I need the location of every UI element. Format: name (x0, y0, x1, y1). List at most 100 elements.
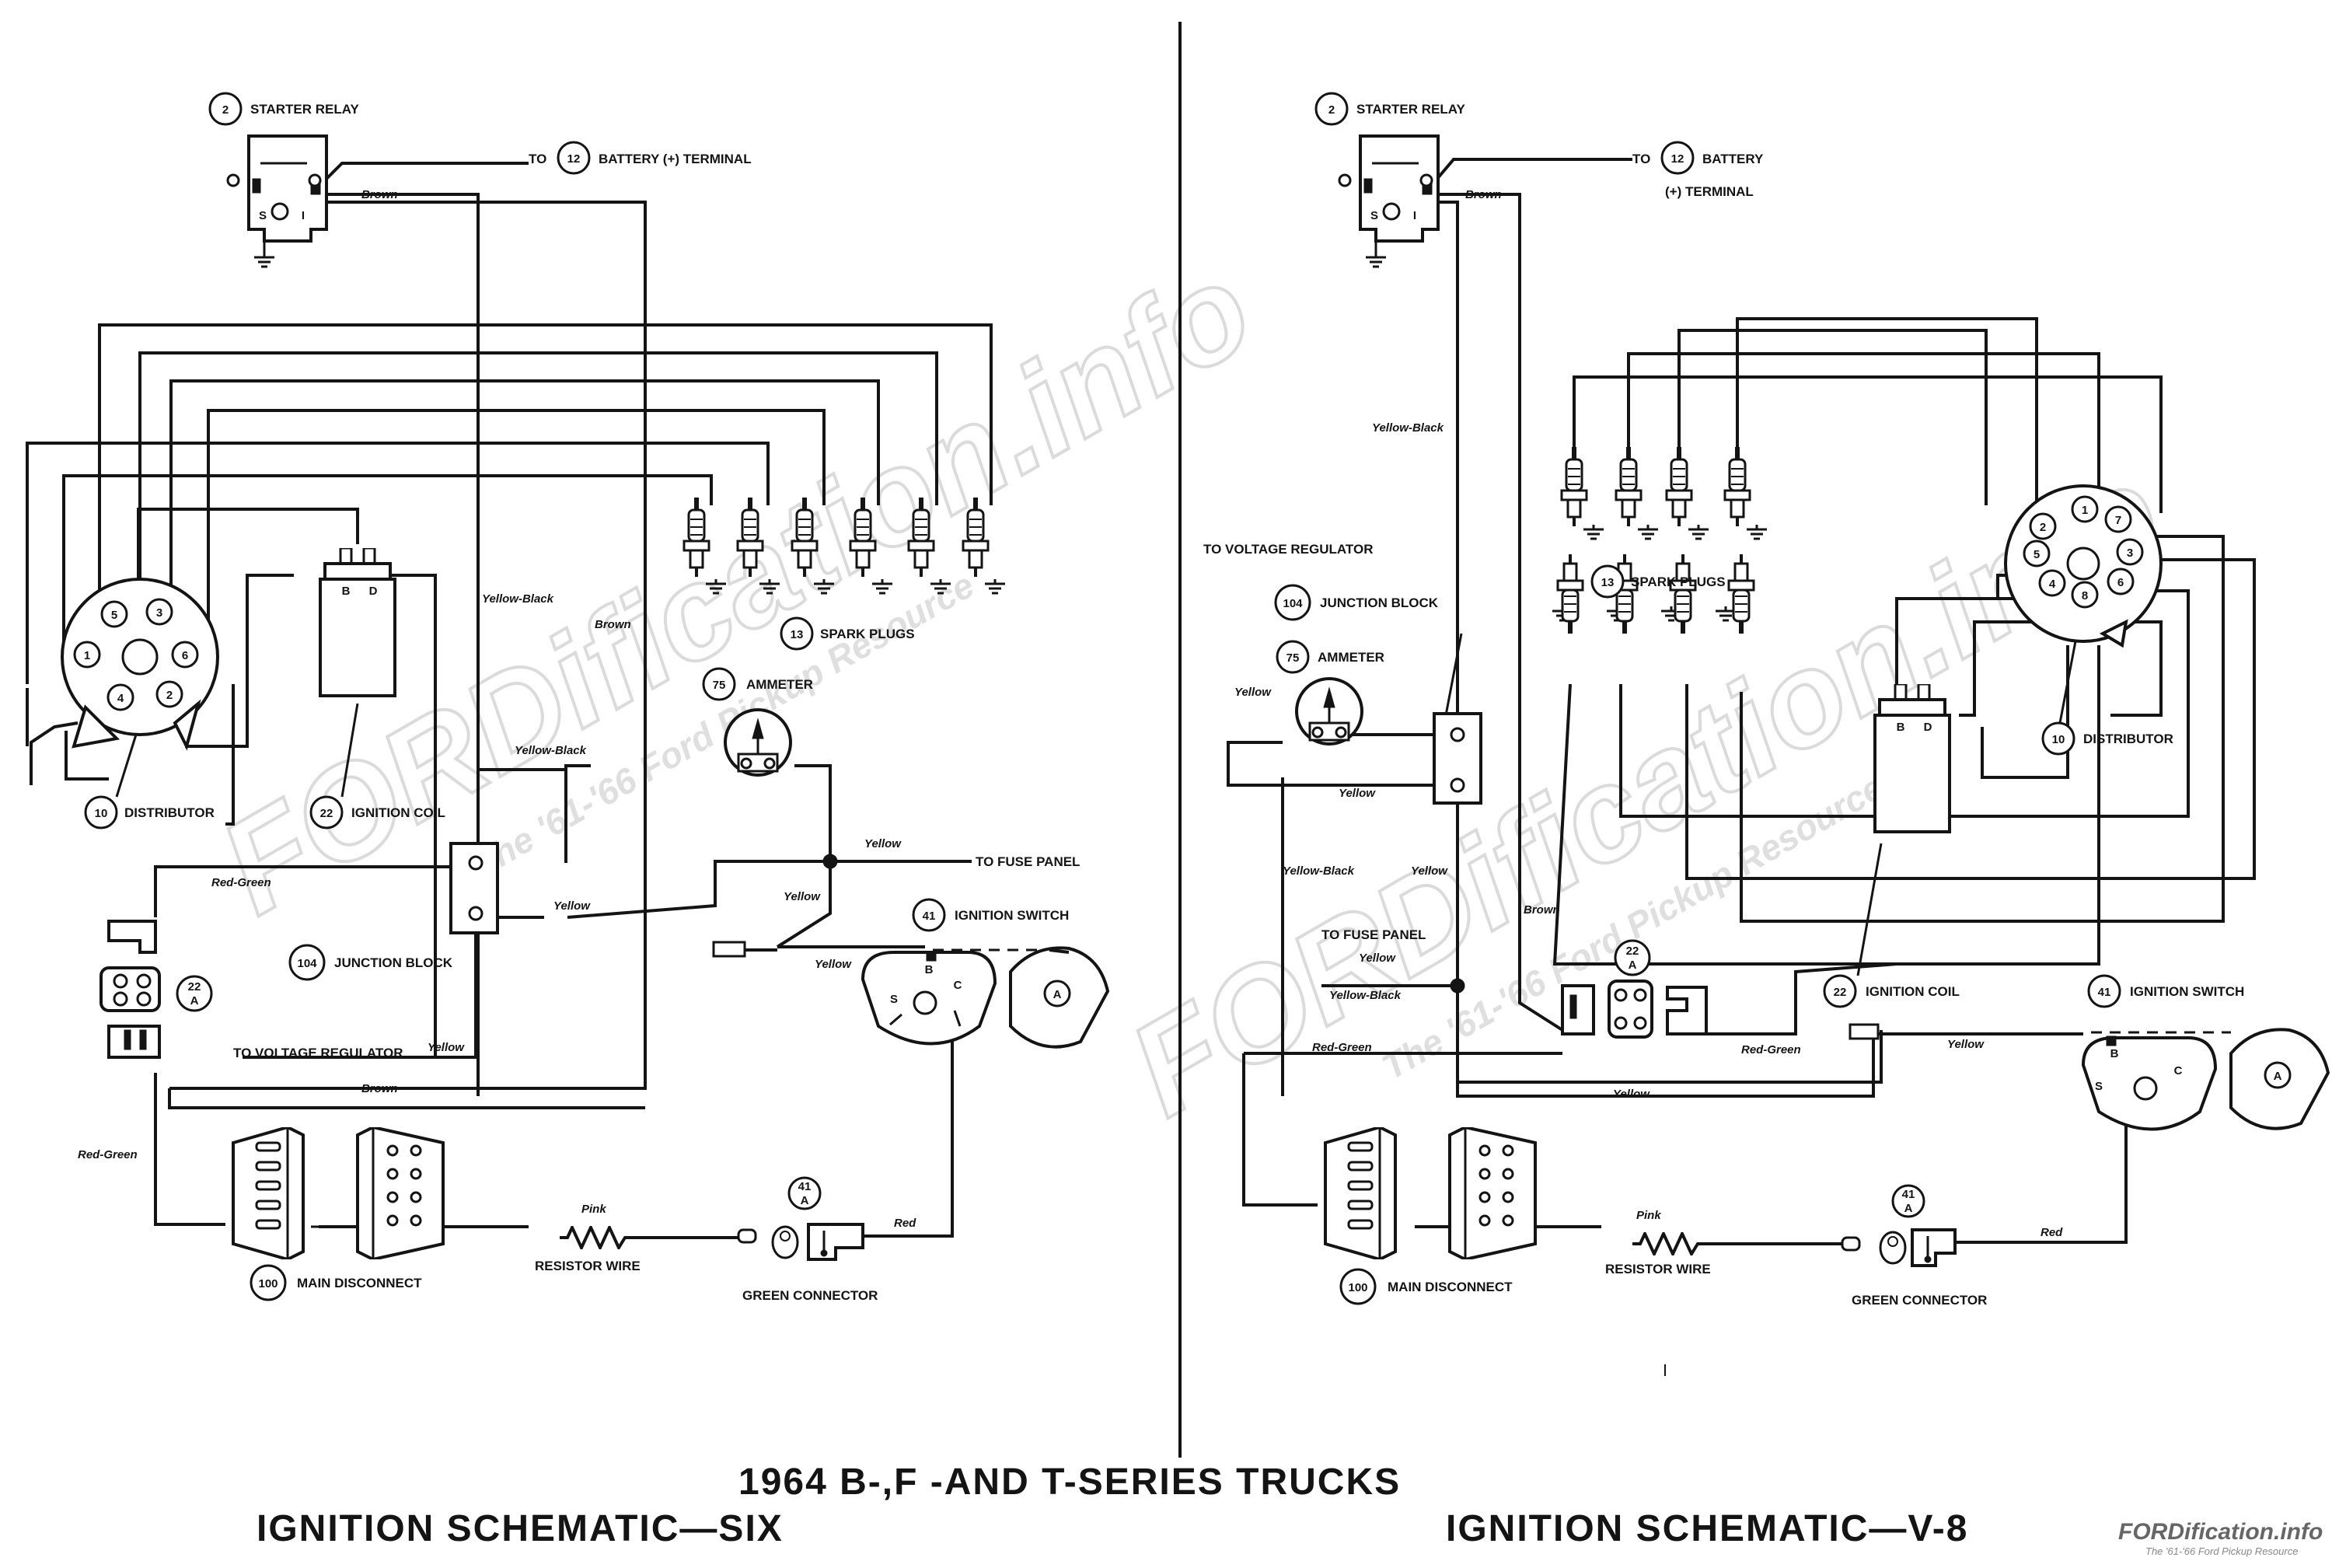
six-ammeter (724, 708, 792, 777)
v8-starter-relay-label: 2 STARTER RELAY (1314, 92, 1465, 126)
six-wire-red-green-left: Red-Green (78, 1148, 138, 1161)
v8-green-connector-num: 41 (1902, 1188, 1915, 1201)
v8-ignition-switch-text: IGNITION SWITCH (2130, 984, 2244, 999)
v8-dist-term-4: 4 (2049, 578, 2056, 591)
six-green-connector-sub: A (801, 1194, 809, 1207)
six-main-disconnect (232, 1127, 445, 1259)
v8-schematic: S I 2 STARTER RELAY TO 12 BATTERY (+) TE… (1203, 92, 2330, 1308)
v8-resistor-wire: RESISTOR WIRE (1605, 1232, 1711, 1276)
v8-ignition-switch-num: 41 (2098, 986, 2111, 999)
six-coil-term-d: D (369, 585, 378, 598)
title-right: IGNITION SCHEMATIC—V-8 (1446, 1508, 1968, 1549)
svg-text:S: S (1370, 209, 1378, 222)
six-spark-plugs-num: 13 (791, 628, 804, 641)
v8-wire-yellow-black-fuse: Yellow-Black (1329, 989, 1402, 1002)
six-resistor-wire-text: RESISTOR WIRE (535, 1259, 641, 1273)
six-voltage-regulator-text: TO VOLTAGE REGULATOR (233, 1046, 403, 1060)
six-starter-relay: S I (226, 134, 328, 268)
six-main-disconnect-label: 100 MAIN DISCONNECT (250, 1264, 422, 1301)
six-ammeter-num: 75 (713, 679, 726, 692)
v8-battery-label: TO 12 BATTERY (+) TERMINAL (1632, 141, 1764, 199)
v8-wire-yellow-amm: Yellow (1234, 686, 1272, 699)
v8-dist-term-6: 6 (2117, 576, 2124, 589)
six-main-disconnect-text: MAIN DISCONNECT (297, 1276, 422, 1290)
v8-dist-term-1: 1 (2082, 504, 2088, 517)
six-wire-pink: Pink (581, 1203, 606, 1216)
six-green-connector-num: 41 (798, 1180, 812, 1193)
v8-ammeter-num: 75 (1286, 651, 1300, 665)
v8-wire-yellow-fuse: Yellow (1359, 952, 1396, 965)
six-wire-yellow-amm: Yellow (784, 890, 821, 903)
six-wire-yellow-jb: Yellow (553, 899, 591, 913)
six-dist-term-4: 4 (117, 692, 124, 705)
v8-wire-pink: Pink (1636, 1209, 1661, 1222)
v8-voltage-regulator: TO VOLTAGE REGULATOR (1203, 542, 1374, 557)
six-starter-relay-num: 2 (222, 103, 229, 117)
six-junction-block (449, 842, 499, 934)
six-ammeter-label: 75 AMMETER (702, 667, 813, 701)
v8-distributor-terminals: 1 2 3 4 5 6 7 8 (2023, 495, 2144, 609)
v8-junction-block-label: 104 JUNCTION BLOCK (1274, 584, 1439, 621)
v8-wire-yellow-black-v: Yellow-Black (1372, 421, 1444, 435)
v8-battery-to: TO (1632, 152, 1650, 166)
v8-wire-red-green-right: Red-Green (1741, 1043, 1801, 1056)
corner-brand: FORDification.info The '61-'66 Ford Pick… (2118, 1519, 2323, 1557)
six-wires (26, 162, 1049, 1239)
six-switch-term-s: S (890, 993, 898, 1006)
six-ammeter-text: AMMETER (746, 677, 813, 692)
v8-wire-brown-mid: Brown (1524, 903, 1560, 917)
six-green-connector: 41 A GREEN CONNECTOR (737, 1176, 878, 1303)
six-ignition-coil-label: 22 IGNITION COIL (309, 703, 445, 829)
v8-spark-plugs-upper (1560, 447, 1768, 540)
six-wire-yellow-vr: Yellow (428, 1041, 465, 1054)
v8-dist-term-5: 5 (2034, 548, 2040, 561)
v8-dist-term-7: 7 (2115, 514, 2121, 527)
title-left: IGNITION SCHEMATIC—SIX (257, 1508, 784, 1549)
v8-battery-num: 12 (1671, 152, 1684, 166)
v8-junction-block-num: 104 (1283, 597, 1303, 610)
v8-distributor-text: DISTRIBUTOR (2083, 732, 2173, 746)
svg-text:I: I (302, 209, 305, 222)
six-wire-labels: Brown Yellow-Black Brown Yellow-Black Re… (78, 188, 916, 1230)
six-ignition-switch-num: 41 (923, 910, 936, 923)
six-dist-term-3: 3 (156, 606, 162, 620)
six-ignition-coil-num: 22 (320, 807, 333, 820)
v8-spark-plugs-num: 13 (1601, 576, 1615, 589)
six-starter-relay-label: 2 STARTER RELAY (208, 92, 359, 126)
v8-ignition-coil: B D (1873, 684, 1951, 833)
v8-switch-term-b: B (2110, 1047, 2119, 1060)
six-ignition-coil: B D (319, 548, 396, 697)
v8-connector-22a: 22 A (1561, 939, 1708, 1039)
v8-ignition-switch-label: 41 IGNITION SWITCH (2087, 974, 2244, 1008)
six-dist-term-5: 5 (111, 609, 117, 622)
six-ignition-coil-text: IGNITION COIL (351, 805, 445, 820)
six-wire-yellow-black-h: Yellow-Black (515, 744, 587, 757)
v8-wire-brown-top: Brown (1465, 188, 1502, 201)
v8-switch-term-a: A (2274, 1070, 2282, 1083)
v8-spark-plugs-lower (1551, 553, 1755, 634)
six-distributor-terminals: 1 2 3 4 5 6 (73, 598, 199, 711)
v8-dist-term-3: 3 (2127, 547, 2133, 560)
v8-voltage-regulator-text: TO VOLTAGE REGULATOR (1203, 542, 1374, 557)
corner-brand-text: FORDification.info (2118, 1519, 2323, 1545)
title-block: 1964 B-,F -AND T-SERIES TRUCKS IGNITION … (257, 1461, 1968, 1549)
v8-starter-relay: S I (1338, 134, 1440, 268)
v8-spark-plugs-text: SPARK PLUGS (1631, 574, 1726, 589)
six-connector-22a-sub: A (190, 994, 199, 1008)
v8-wire-labels: Brown Yellow-Black Yellow Yellow Yellow-… (1234, 188, 2063, 1239)
six-distributor: 1 2 3 4 5 6 (61, 578, 219, 751)
v8-wire-yellow-r: Yellow (1411, 864, 1448, 878)
v8-coil-term-b: B (1897, 721, 1905, 734)
six-coil-term-b: B (342, 585, 351, 598)
v8-switch-term-s: S (2095, 1080, 2103, 1093)
v8-wire-yellow-bottom: Yellow (1613, 1088, 1650, 1101)
six-fuse-panel: TO FUSE PANEL (712, 854, 1080, 958)
six-battery-label: TO 12 BATTERY (+) TERMINAL (529, 141, 752, 175)
v8-junction-block (1433, 712, 1482, 805)
v8-distributor-num: 10 (2052, 733, 2065, 746)
v8-ammeter (1295, 677, 1363, 746)
six-battery-to: TO (529, 152, 546, 166)
six-wire-red: Red (894, 1217, 916, 1230)
six-starter-relay-text: STARTER RELAY (250, 102, 359, 117)
v8-resistor-wire-text: RESISTOR WIRE (1605, 1262, 1711, 1276)
